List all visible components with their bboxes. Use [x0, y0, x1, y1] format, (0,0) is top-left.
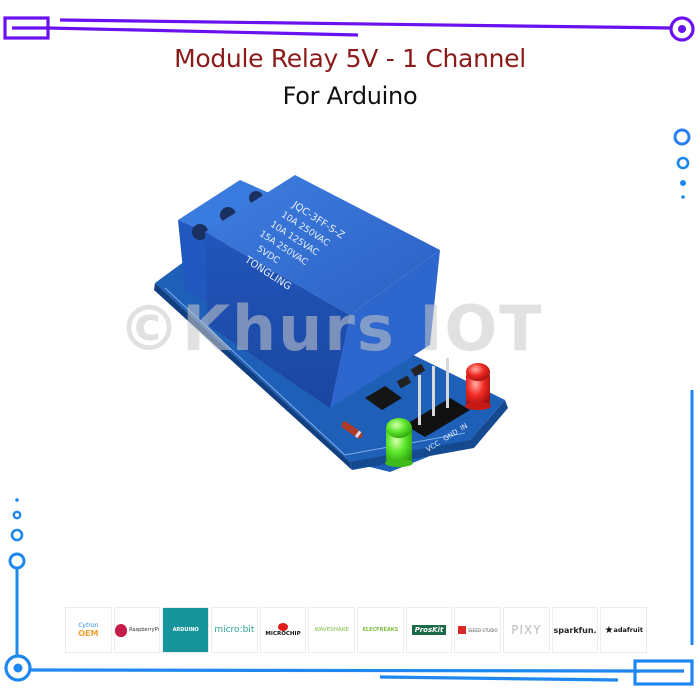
transistor: [365, 386, 402, 410]
seeed-icon: [457, 626, 466, 634]
logo-elecfreaks: ELECFREAKS: [357, 607, 404, 653]
bottom-left-node-icon: [4, 654, 32, 682]
microchip-icon: [278, 623, 289, 631]
logo-adafruit: ★ adafruit: [600, 607, 648, 653]
green-led: [385, 418, 413, 467]
logo-microchip: MICROCHIP: [259, 607, 307, 653]
right-dot-4: [681, 195, 685, 199]
product-title: Module Relay 5V - 1 Channel: [174, 44, 526, 73]
left-dot-1: [15, 498, 19, 502]
logo-proskit: ProsKit: [405, 607, 453, 653]
right-dot-2: [676, 156, 690, 170]
logo-cytron-oem: Cytron OEM: [65, 607, 112, 653]
left-dot-2: [12, 510, 22, 520]
logo-sparkfun: sparkfun.: [551, 607, 599, 653]
logo-waveshare: WAVESHARE: [308, 607, 356, 653]
relay-body: JQC-3FF-S-Z 10A 250VAC 10A 125VAC 15A 25…: [205, 175, 440, 408]
bottom-line-long: [29, 668, 641, 673]
logo-raspberry-pi: RaspberryPi: [113, 607, 161, 653]
bottom-line-short: [379, 675, 619, 682]
watermark: ©Khurs IOT: [118, 292, 544, 365]
right-dot-3: [680, 180, 686, 186]
logo-seeed: SEEED STUDIO: [454, 607, 502, 653]
top-right-node-icon: [669, 16, 695, 42]
adafruit-star-icon: ★: [604, 624, 614, 636]
logo-pixy: PIXY: [503, 607, 550, 653]
right-dot-1: [673, 128, 691, 146]
raspberry-icon: [115, 623, 128, 637]
left-dot-3: [10, 528, 24, 542]
resistor: [396, 375, 412, 389]
diode: [341, 421, 363, 439]
header-pins: [405, 358, 470, 437]
top-line-long: [59, 18, 673, 30]
brand-logos-strip: Cytron OEM RaspberryPi ARDUINO micro:bit…: [65, 607, 648, 653]
bottom-right-bracket: [633, 659, 694, 686]
red-led: [465, 363, 491, 410]
resistor: [410, 363, 426, 377]
logo-arduino: ARDUINO: [162, 607, 210, 653]
pin-label-in: IN: [459, 422, 469, 433]
product-subtitle: For Arduino: [282, 82, 418, 110]
top-line-short: [47, 26, 359, 37]
logo-microbit: micro:bit: [211, 607, 258, 653]
